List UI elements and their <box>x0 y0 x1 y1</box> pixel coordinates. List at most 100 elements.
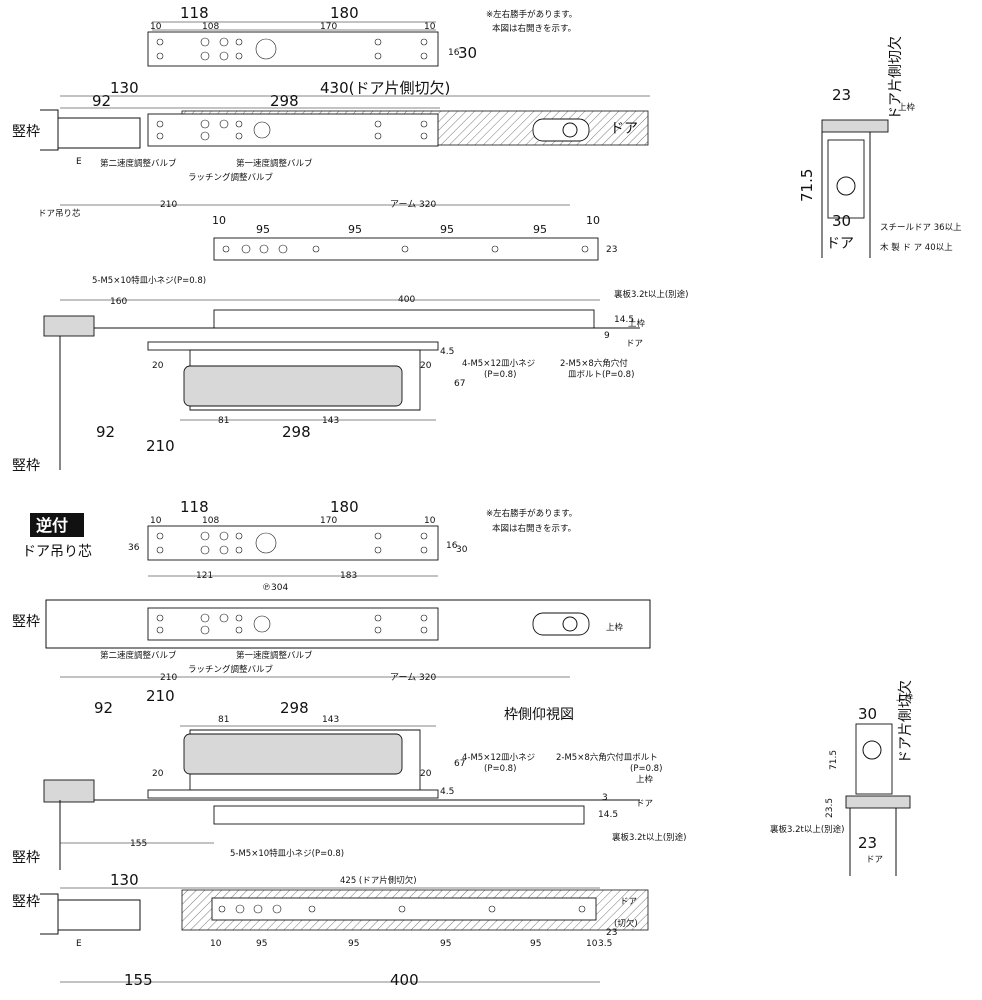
dim-16-b: 16 <box>446 541 458 551</box>
arm-rail-b <box>211 897 597 921</box>
dim-10-br: 10 <box>424 516 436 526</box>
dim-95-g: 95 <box>440 939 451 949</box>
dim-95-f: 95 <box>348 939 359 949</box>
upper-frame-label: 上枠 <box>628 318 646 329</box>
dim-95-e: 95 <box>256 939 267 949</box>
dim-400-b: 400 <box>390 971 419 989</box>
dim-P304: ℗304 <box>262 583 288 593</box>
screw-label: 5-M5×10特皿小ネジ(P=0.8) <box>92 275 206 286</box>
dim-10-left: 10 <box>150 22 162 32</box>
note-right-open: 本図は右開きを示す。 <box>492 23 576 34</box>
top-plate-view: 118 180 10 108 170 10 16 30 ※左右勝手があります。 … <box>147 4 577 67</box>
dim-10-bbr: 10 <box>586 939 598 949</box>
frame-outline-b <box>40 893 141 935</box>
dim-30-r: 30 <box>832 212 851 230</box>
mounting-plate <box>147 31 439 67</box>
frame-label: 竪枠 <box>12 124 40 140</box>
bolt-b-p: (P=0.8) <box>630 764 662 774</box>
dim-95-b: 95 <box>348 223 362 236</box>
bolt2-label: 皿ボルト(P=0.8) <box>568 370 634 380</box>
dim-210-d: 210 <box>146 687 175 705</box>
dim-95-c: 95 <box>440 223 454 236</box>
upper-frame-rb: 上枠 <box>896 692 914 703</box>
dim-170-b: 170 <box>320 516 337 526</box>
frame-label-b: 竪枠 <box>12 458 40 474</box>
dim-30: 30 <box>458 44 477 62</box>
dim-121: 121 <box>196 571 213 581</box>
dim-20-bl: 20 <box>152 769 164 779</box>
door-pivot-label: ドア吊り芯 <box>38 208 81 219</box>
dim-71-5-b: 71.5 <box>829 750 839 770</box>
plate-installed-b <box>147 607 439 641</box>
frame-label-e: 竪枠 <box>12 894 40 910</box>
door-label-r: ドア <box>826 236 854 252</box>
door-label-side: ドア <box>626 339 643 349</box>
dim-67-b: 67 <box>454 759 465 769</box>
dim-95-d: 95 <box>533 223 547 236</box>
dim-81: 81 <box>218 416 229 426</box>
screw-mid-p: (P=0.8) <box>484 370 516 380</box>
dim-23-r: 23 <box>832 86 851 104</box>
note-left-right: ※左右勝手があります。 <box>486 9 577 20</box>
dim-95-h: 95 <box>530 939 541 949</box>
back-plate-label: 裏板3.2t以上(別途) <box>614 289 688 300</box>
body-plate-b <box>147 789 439 799</box>
plate-installed <box>147 113 439 147</box>
dim-430: 430(ドア片側切欠) <box>320 79 450 97</box>
arm-end-b <box>532 612 590 636</box>
screw-mid-p-b: (P=0.8) <box>484 764 516 774</box>
closer-body-b <box>183 733 403 775</box>
dim-23-bb: 23 <box>606 928 617 938</box>
door-label-c: ドア <box>636 799 653 809</box>
dim-14-5-b: 14.5 <box>598 810 618 820</box>
dim-E-b: E <box>76 939 82 949</box>
dim-210-a: 210 <box>160 200 177 210</box>
dim-143-b: 143 <box>322 715 339 725</box>
dim-108-b: 108 <box>202 516 219 526</box>
dim-9: 9 <box>604 331 610 341</box>
dim-180-top: 180 <box>330 4 359 22</box>
bolt-b-label: 2-M5×8六角穴付皿ボルト <box>556 752 658 763</box>
top-installed-view: 130 430(ドア片側切欠) 92 298 ドア 竪枠 E 第二速度調整バルブ… <box>12 79 650 219</box>
dim-118-b: 118 <box>180 498 209 516</box>
reverse-mount: 逆付 ドア吊り芯 118 180 10 108 170 10 36 16 30 … <box>12 498 686 989</box>
first-valve-b: 第一速度調整バルブ <box>236 650 313 661</box>
frame-outline <box>40 109 141 151</box>
right-bottom-section: 上枠 30 ドア片側切欠 71.5 23.5 裏板3.2t以上(別途) 23 ド… <box>770 680 914 876</box>
arm-label-b: アーム 320 <box>390 672 437 683</box>
screw-mid-label: 4-M5×12皿小ネジ <box>462 358 535 369</box>
note-left-right-b: ※左右勝手があります。 <box>486 508 577 519</box>
second-valve-b: 第二速度調整バルブ <box>100 650 177 661</box>
latch-valve-label: ラッチング調整バルブ <box>188 172 274 183</box>
dim-36: 36 <box>128 543 140 553</box>
dim-20-l: 20 <box>152 361 164 371</box>
dim-3-5: 3.5 <box>598 939 612 949</box>
wood-door-label: 木 製 ド ア 40以上 <box>880 242 953 253</box>
arm-rail <box>213 237 599 261</box>
arm-end <box>532 118 590 142</box>
dim-118-top: 118 <box>180 4 209 22</box>
reverse-badge-text: 逆付 <box>36 516 68 535</box>
dim-130: 130 <box>110 79 139 97</box>
dim-95-a: 95 <box>256 223 270 236</box>
second-valve-label: 第二速度調整バルブ <box>100 158 177 169</box>
frame-label-c: 竪枠 <box>12 614 40 630</box>
frame-view-label: 枠側仰視図 <box>504 707 574 723</box>
top-side-elevation: 5-M5×10特皿小ネジ(P=0.8) 160 400 裏板3.2t以上(別途)… <box>12 275 688 474</box>
dim-10-right: 10 <box>424 22 436 32</box>
first-valve-label: 第一速度調整バルブ <box>236 158 313 169</box>
mounting-plate-b <box>147 525 439 561</box>
dim-10-rail-l: 10 <box>212 214 226 227</box>
dim-23-5: 23.5 <box>825 798 835 818</box>
bolt-label: 2-M5×8六角穴付 <box>560 358 628 369</box>
back-plate-rb: 裏板3.2t以上(別途) <box>770 824 844 835</box>
dim-30-rb: 30 <box>858 705 877 723</box>
dim-143: 143 <box>322 416 339 426</box>
dim-170: 170 <box>320 22 337 32</box>
dim-20-r: 20 <box>420 361 432 371</box>
closer-section-top <box>827 139 865 219</box>
dim-155-b: 155 <box>124 971 153 989</box>
dim-67: 67 <box>454 379 465 389</box>
frame-block-b <box>43 779 95 803</box>
latch-valve-b: ラッチング調整バルブ <box>188 664 274 675</box>
